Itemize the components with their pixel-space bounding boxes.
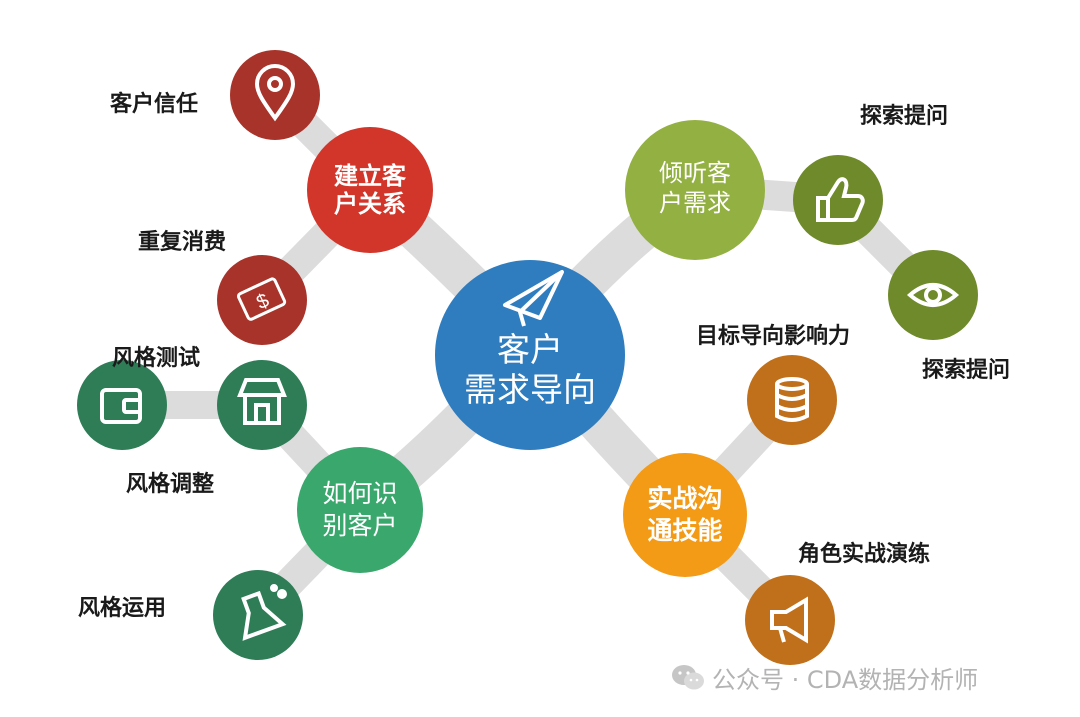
center-title-line1: 客户 — [497, 330, 563, 369]
listen-node — [625, 120, 765, 260]
label-goal: 目标导向影响力 — [696, 324, 851, 349]
watermark: 公众号 · CDA数据分析师 — [670, 660, 978, 695]
wallet-icon — [100, 388, 142, 424]
listen-title: 倾听客 户需求 — [635, 158, 755, 218]
identify-title: 如何识 别客户 — [300, 478, 420, 542]
listen-line1: 倾听客 — [659, 159, 731, 187]
build-node — [307, 127, 433, 253]
eye-icon — [906, 283, 960, 307]
build-line2: 户关系 — [334, 190, 406, 218]
trust-node — [230, 50, 320, 140]
thumbs-up-icon — [816, 177, 865, 222]
megaphone-icon — [770, 596, 808, 644]
paper-plane-icon — [503, 270, 564, 327]
mega-node — [745, 575, 835, 665]
listen-line2: 户需求 — [659, 189, 731, 217]
repeat-node — [217, 255, 307, 345]
database-icon — [775, 377, 809, 422]
label-style-use: 风格运用 — [78, 596, 167, 621]
center-title: 客户 需求导向 — [440, 330, 620, 410]
flask-icon — [241, 584, 287, 641]
label-explore-top: 探索提问 — [860, 104, 949, 129]
label-style-adjust: 风格调整 — [126, 472, 215, 497]
wechat-icon — [672, 664, 704, 689]
practice-line1: 实战沟 — [647, 484, 723, 513]
center-node — [435, 260, 625, 450]
store-icon — [237, 378, 287, 425]
build-line1: 建立客 — [334, 162, 406, 190]
eye-node — [888, 250, 978, 340]
identify-line2: 别客户 — [322, 511, 398, 540]
practice-line2: 通技能 — [647, 516, 723, 545]
label-trust: 客户信任 — [110, 92, 199, 117]
practice-title: 实战沟 通技能 — [625, 483, 745, 547]
thumb-node — [793, 155, 883, 245]
identify-node — [297, 447, 423, 573]
practice-node — [623, 453, 747, 577]
center-title-line2: 需求导向 — [464, 370, 596, 409]
label-style-test: 风格测试 — [112, 346, 201, 371]
label-explore-bottom: 探索提问 — [922, 358, 1011, 383]
build-title: 建立客 户关系 — [310, 162, 430, 218]
location-pin-icon — [254, 64, 296, 122]
watermark-text: 公众号 · CDA数据分析师 — [712, 666, 979, 694]
label-roleplay: 角色实战演练 — [798, 542, 931, 567]
label-repeat: 重复消费 — [138, 230, 227, 255]
identify-line1: 如何识 — [322, 479, 398, 508]
flask-node — [213, 570, 303, 660]
